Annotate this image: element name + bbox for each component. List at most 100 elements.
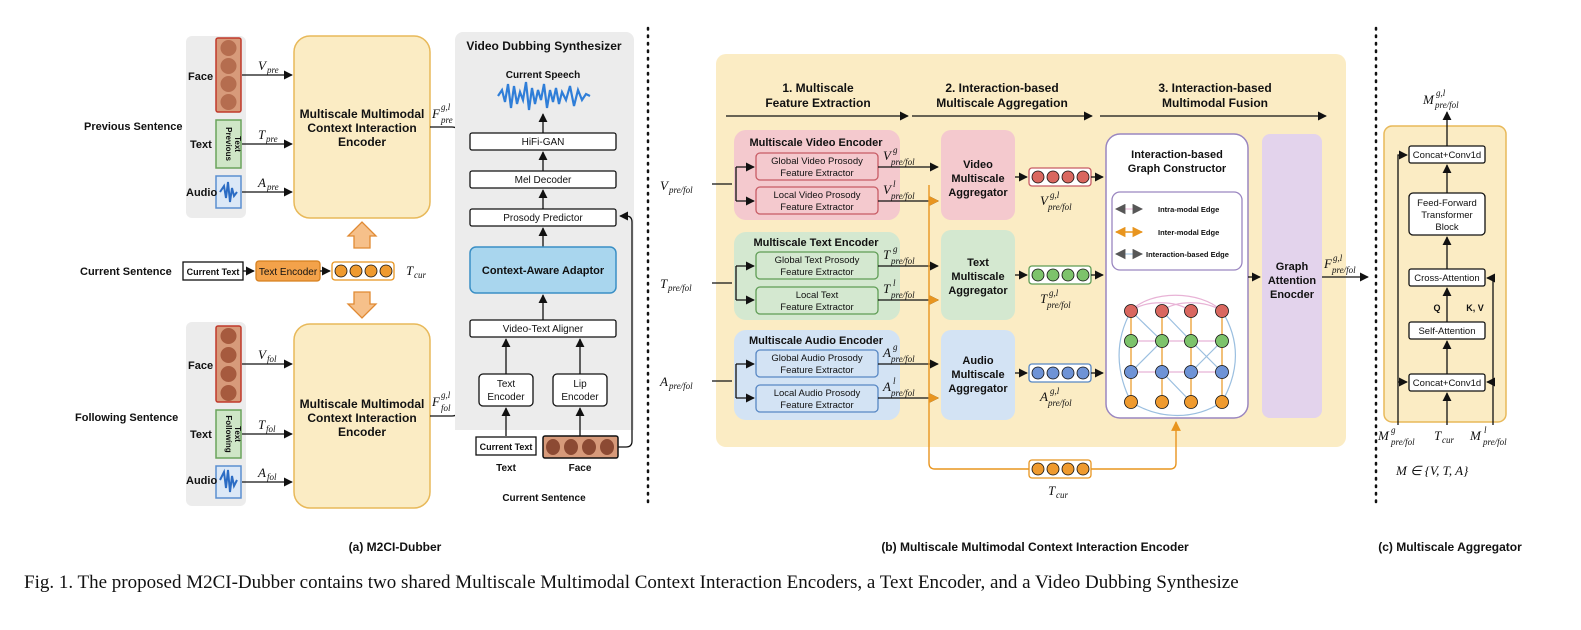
legend-inter-modal: Inter-modal Edge (1158, 228, 1219, 237)
svg-text:fol: fol (267, 354, 277, 364)
svg-text:pre/fol: pre/fol (1047, 202, 1072, 212)
svg-text:Concat+Conv1d: Concat+Conv1d (1413, 378, 1481, 389)
svg-text:Multiscale Multimodal: Multiscale Multimodal (300, 107, 425, 121)
t-cur-token-row-b (1028, 459, 1092, 479)
svg-text:Global Video Prosody: Global Video Prosody (771, 156, 863, 167)
label-audio-following: Audio (186, 475, 217, 487)
svg-text:Previous: Previous (224, 127, 233, 161)
svg-text:Attention: Attention (1268, 275, 1317, 287)
t-token-row (1028, 265, 1092, 285)
svg-text:Audio: Audio (962, 355, 993, 367)
caption-b: (b) Multiscale Multimodal Context Intera… (881, 540, 1189, 554)
svg-text:2. Interaction-based: 2. Interaction-based (945, 81, 1058, 95)
svg-text:Multiscale Multimodal: Multiscale Multimodal (300, 397, 425, 411)
svg-text:F: F (431, 394, 441, 409)
svg-text:T: T (1434, 428, 1442, 443)
panel-c: Concat+Conv1d Feed-Forward Transformer B… (1377, 88, 1522, 554)
svg-text:Block: Block (1435, 222, 1458, 233)
text-multiscale-aggregator (941, 230, 1015, 320)
label-previous-sentence: Previous Sentence (84, 121, 182, 133)
svg-text:pre/fol: pre/fol (668, 381, 693, 391)
svg-text:Following: Following (224, 415, 233, 452)
svg-text:pre/fol: pre/fol (890, 256, 915, 266)
svg-text:g: g (1391, 425, 1396, 435)
svg-text:V: V (883, 148, 893, 163)
svg-text:g,l: g,l (1050, 190, 1060, 200)
svg-text:T: T (1040, 291, 1048, 306)
label-m-l: M l pre/fol (1469, 425, 1507, 447)
legend-intra-modal: Intra-modal Edge (1158, 205, 1219, 214)
svg-text:Graph: Graph (1276, 261, 1309, 273)
lip-encoder-box (552, 373, 608, 407)
context-aware-adaptor (469, 246, 617, 294)
svg-text:Aggregator: Aggregator (948, 285, 1008, 297)
svg-text:g,l: g,l (1049, 288, 1059, 298)
label-a-agg-out: A g,l pre/fol (1039, 386, 1072, 408)
svg-text:cur: cur (1056, 490, 1068, 500)
svg-text:g: g (893, 244, 898, 254)
svg-text:Concat+Conv1d: Concat+Conv1d (1413, 150, 1481, 161)
face-strip-previous (215, 37, 242, 113)
svg-text:g,l: g,l (1333, 253, 1343, 263)
svg-text:3. Interaction-based: 3. Interaction-based (1158, 81, 1271, 95)
svg-text:pre: pre (440, 115, 453, 125)
svg-text:T: T (1048, 483, 1056, 498)
svg-text:V: V (660, 178, 670, 193)
svg-text:Context Interaction: Context Interaction (307, 411, 416, 425)
svg-text:pre/fol: pre/fol (890, 388, 915, 398)
svg-text:pre/fol: pre/fol (1331, 265, 1356, 275)
following-text-icon: Following Text (215, 409, 242, 459)
synth-text-label: Text (496, 463, 516, 474)
caption-a: (a) M2CI-Dubber (349, 540, 442, 554)
face-strip-following (215, 325, 242, 403)
svg-text:pre/fol: pre/fol (890, 290, 915, 300)
label-t-fol: T fol (258, 417, 276, 434)
svg-text:V: V (883, 182, 893, 197)
svg-text:A: A (257, 175, 266, 190)
label-tg: T g pre/fol (883, 244, 915, 266)
label-ag: A g pre/fol (882, 342, 915, 364)
t-cur-routing (928, 185, 1181, 470)
svg-text:M: M (1469, 428, 1482, 443)
svg-text:Local Audio Prosody: Local Audio Prosody (774, 388, 861, 399)
svg-text:cur: cur (1442, 435, 1454, 445)
label-text-following: Text (190, 429, 212, 441)
up-arrow-icon (346, 221, 378, 249)
label-f-out: F g,l pre/fol (1323, 253, 1356, 275)
edge-legend (1111, 191, 1243, 271)
svg-text:Aggregator: Aggregator (948, 187, 1008, 199)
svg-text:pre/fol: pre/fol (668, 185, 693, 195)
audio-multiscale-aggregator (941, 330, 1015, 420)
svg-text:Feature Extraction: Feature Extraction (765, 96, 870, 110)
video-text-aligner-box (469, 319, 617, 338)
prosody-predictor-box (469, 208, 617, 227)
svg-text:g,l: g,l (1436, 88, 1446, 98)
svg-text:Text Encoder: Text Encoder (259, 267, 318, 278)
label-text-previous: Text (190, 139, 212, 151)
label-t-pre: T pre (258, 127, 278, 144)
svg-text:Current Text: Current Text (187, 267, 240, 277)
svg-text:l: l (893, 278, 896, 288)
svg-text:Current Text: Current Text (480, 442, 533, 452)
svg-text:cur: cur (414, 270, 426, 280)
svg-text:Graph Constructor: Graph Constructor (1128, 163, 1227, 175)
audio-icon-following (215, 465, 242, 499)
svg-text:Video: Video (963, 159, 993, 171)
svg-text:pre/fol: pre/fol (667, 283, 692, 293)
label-t-cur-a: T cur (406, 263, 426, 280)
svg-text:Feed-Forward: Feed-Forward (1417, 198, 1477, 209)
svg-text:Multiscale Text Encoder: Multiscale Text Encoder (753, 237, 879, 249)
svg-text:Cross-Attention: Cross-Attention (1414, 273, 1479, 284)
svg-text:A: A (1039, 389, 1048, 404)
label-v-pre: V pre (258, 58, 279, 75)
svg-text:Self-Attention: Self-Attention (1418, 326, 1475, 337)
video-multiscale-aggregator (941, 130, 1015, 220)
label-t-agg-out: T g,l pre/fol (1040, 288, 1071, 310)
q-label: Q (1433, 303, 1440, 313)
svg-text:Encoder: Encoder (561, 392, 599, 403)
synth-current-text-box (475, 436, 537, 456)
svg-text:Multiscale: Multiscale (951, 369, 1004, 381)
a-token-row (1028, 363, 1092, 383)
mel-decoder-box (469, 170, 617, 189)
svg-text:Local Video Prosody: Local Video Prosody (774, 190, 861, 201)
